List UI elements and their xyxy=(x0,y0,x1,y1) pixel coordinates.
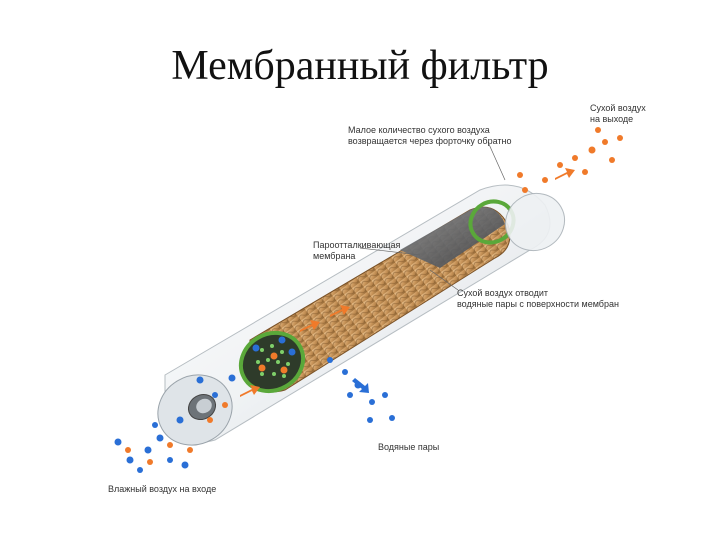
label-dry-air-out: Сухой воздух на выходе xyxy=(590,103,646,124)
mixed-inlet-particles xyxy=(125,402,228,465)
page-title: Мембранный фильтр xyxy=(171,43,549,89)
seal-particles xyxy=(252,336,296,374)
outlet-cap xyxy=(504,192,566,252)
label-dry-air-removes: Сухой воздух отводит водяные пары с пове… xyxy=(457,288,619,309)
label-water-vapor: Водяные пары xyxy=(378,442,440,452)
label-return-air: Малое количество сухого воздуха возвраща… xyxy=(348,125,512,146)
label-membrane: Пароотталкивающая мембрана xyxy=(313,240,401,261)
vapor-arrows xyxy=(352,378,369,393)
wet-air-particles xyxy=(114,374,236,473)
leader-lines xyxy=(359,141,506,291)
flow-arrows xyxy=(240,168,575,397)
dry-air-particles xyxy=(517,127,623,193)
label-wet-air-in: Влажный воздух на входе xyxy=(108,484,217,494)
